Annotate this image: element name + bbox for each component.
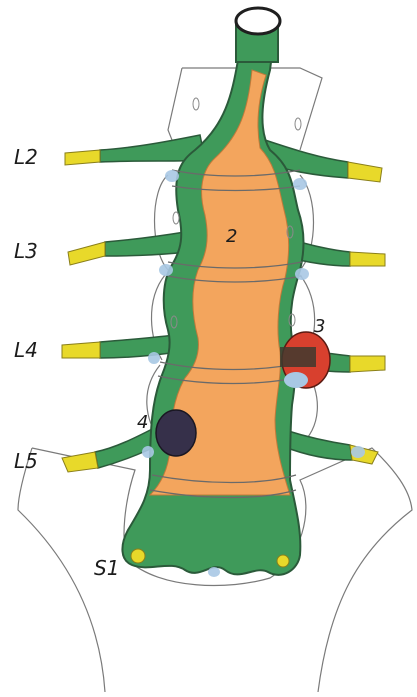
nerve-tip-l2-right: [348, 162, 382, 182]
label-s1: S1: [94, 556, 119, 580]
lesion-4: [156, 410, 196, 456]
callout-4: 4: [137, 412, 148, 433]
nerve-tip-l4-left: [62, 342, 100, 358]
nerve-tip-l2-left: [65, 150, 100, 165]
callout-3: 3: [314, 316, 325, 337]
nerve-tip-l3-left: [68, 242, 105, 265]
label-l5: L5: [14, 449, 38, 473]
nerve-root-l3-left: [105, 232, 188, 256]
label-l3: L3: [14, 239, 38, 263]
dural-tube-top: [236, 8, 280, 62]
nerve-root-l5-right: [282, 430, 352, 460]
nerve-root-l4-left: [100, 335, 178, 358]
nerve-tip-l3-right: [350, 252, 385, 266]
label-l4: L4: [14, 338, 38, 362]
label-l2: L2: [14, 145, 38, 169]
callout-2: 2: [226, 226, 237, 247]
nerve-tip-l4-right: [350, 356, 385, 372]
